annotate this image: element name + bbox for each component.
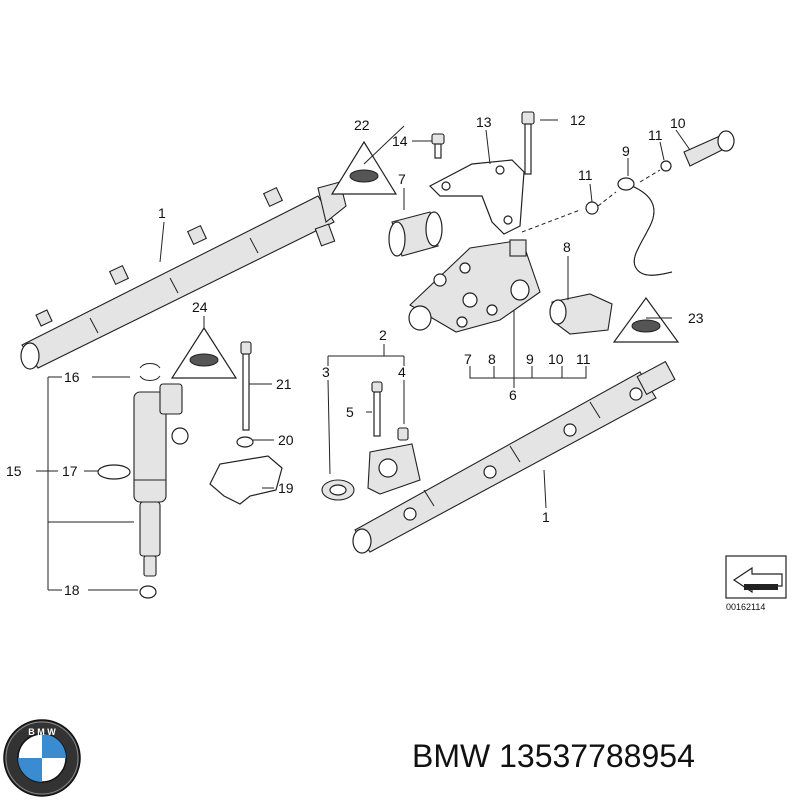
part-13-bracket [428, 159, 525, 235]
callout-2: 2 [379, 327, 387, 343]
assembly-line [639, 169, 661, 183]
part-17-o-ring [97, 464, 131, 480]
callout-21: 21 [276, 376, 292, 392]
callout-6: 6 [509, 387, 517, 403]
callout-5: 5 [346, 404, 354, 420]
callout-15: 15 [6, 463, 22, 479]
part-20-washer [236, 436, 254, 448]
part-8-connector [549, 293, 613, 335]
callout-11-a: 11 [578, 167, 593, 183]
callout-22: 22 [354, 117, 370, 133]
callout-16: 16 [64, 369, 80, 385]
callout-9: 9 [622, 143, 630, 159]
callout-13: 13 [476, 114, 492, 130]
part-5-screw [371, 381, 383, 437]
callout-3: 3 [322, 364, 330, 380]
injector [133, 383, 189, 577]
fuel-rail-upper [20, 181, 347, 370]
callout-17: 17 [62, 463, 78, 479]
callout-10: 10 [670, 115, 686, 131]
warning-triangle-22 [330, 140, 398, 195]
leader-lines [36, 119, 691, 591]
sub-label-10: 10 [548, 351, 564, 367]
callout-1-upper: 1 [158, 205, 166, 221]
reference-arrow-icon [725, 555, 787, 599]
callout-1-lower: 1 [542, 509, 550, 525]
callout-4: 4 [398, 364, 406, 380]
part-10-banjo-bolt [683, 130, 735, 167]
assembly-line [597, 191, 617, 207]
svg-text:B M W: B M W [28, 727, 56, 737]
callout-12: 12 [570, 112, 586, 128]
part-11-washer-b [660, 160, 672, 172]
part-7-sleeve [388, 211, 443, 257]
part-19-clamp [209, 455, 283, 505]
sub-label-7: 7 [464, 351, 472, 367]
page-title: BMW 13537788954 [412, 738, 695, 774]
part-12-bolt [521, 111, 535, 175]
callout-14: 14 [392, 133, 408, 149]
sub-label-11: 11 [576, 351, 591, 367]
warning-triangle-24 [170, 326, 238, 379]
sub-label-9: 9 [526, 351, 534, 367]
callout-labels: 1 1 2 3 4 5 6 7 8 9 10 11 11 12 13 14 15… [6, 112, 704, 598]
drawing-reference-code: 00162114 [726, 602, 766, 612]
callout-23: 23 [688, 310, 704, 326]
callout-20: 20 [278, 432, 294, 448]
assembly-line [521, 209, 581, 233]
sub-label-8: 8 [488, 351, 496, 367]
part-11-washer-a [585, 201, 599, 215]
warning-triangle-23 [612, 296, 680, 343]
callout-24: 24 [192, 299, 208, 315]
part-3-clip [321, 479, 355, 501]
callout-11-b: 11 [648, 127, 663, 143]
bmw-logo: B M W [3, 719, 81, 797]
part-14-bolt [431, 133, 445, 159]
callout-19: 19 [278, 480, 294, 496]
fuel-rail-lower [352, 360, 676, 554]
part-21-stud [240, 341, 252, 431]
part-4-holder [367, 427, 421, 495]
part-18-seal [139, 585, 157, 599]
callout-18: 18 [64, 582, 80, 598]
valve-block [408, 239, 541, 333]
part-16-clip [139, 363, 161, 381]
part-9-pipe [617, 177, 673, 276]
callout-8: 8 [563, 239, 571, 255]
callout-7: 7 [398, 171, 406, 187]
